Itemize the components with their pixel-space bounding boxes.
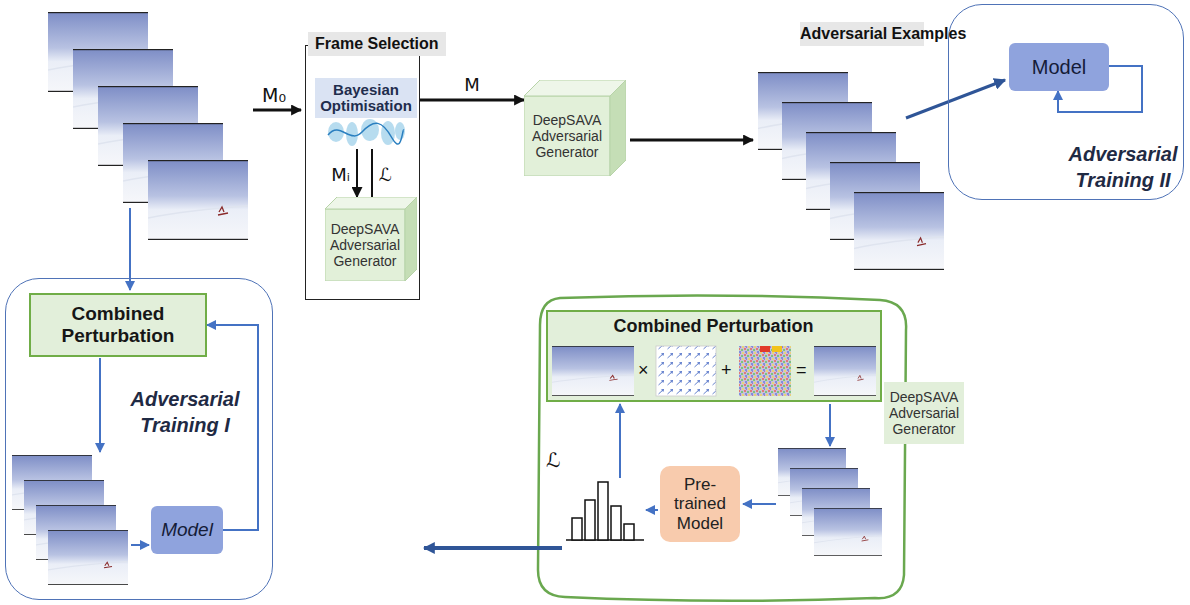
region-title: Frame Selection	[308, 32, 446, 56]
plot-ground	[326, 117, 406, 149]
cube-front	[524, 96, 610, 176]
chart-bar	[624, 524, 634, 540]
noise-map	[739, 346, 791, 396]
cube-side	[405, 197, 417, 281]
training-region: Adversarial Training II Model	[948, 4, 1184, 200]
generator-cube: DeepSAVA Adversarial Generator	[524, 80, 626, 176]
operator-symbol: =	[796, 360, 807, 381]
video-frame	[814, 346, 876, 396]
edge-label: M	[462, 74, 482, 96]
section-header: Adversarial Examples	[800, 22, 924, 46]
box-label: Combined Perturbation	[35, 303, 201, 347]
model-box: Model	[1009, 43, 1109, 91]
noise-patch	[772, 346, 782, 352]
operator-symbol: ×	[638, 360, 649, 381]
cube-front	[325, 209, 405, 281]
math-label: M₀	[262, 84, 286, 106]
training-region: Adversarial Training I Combined Perturbat…	[5, 278, 273, 600]
cube-top	[524, 80, 626, 96]
model-box: Model	[151, 506, 223, 554]
video-frame	[148, 160, 248, 240]
flow-arrow	[906, 80, 1005, 118]
box-label: Pre- trained Model	[664, 475, 736, 534]
video-frame	[552, 346, 634, 396]
flow-arrow	[424, 546, 562, 550]
box-label: DeepSAVA Adversarial Generator	[888, 389, 960, 437]
box-label: DeepSAVA Adversarial Generator	[328, 221, 402, 269]
region-title: Adversarial Training I	[121, 386, 249, 438]
frame-selection-box: Frame SelectionBayesian OptimisationDeep…	[305, 45, 420, 300]
flow-arrow	[619, 404, 621, 478]
video-frame	[48, 530, 128, 585]
chart-bar	[585, 500, 595, 540]
loss-symbol: ℒ	[546, 448, 560, 472]
connector-arrow	[420, 99, 524, 102]
perturbation-box: Combined Perturbation	[546, 310, 882, 402]
cube-side	[610, 80, 626, 176]
perturbation-box: Combined Perturbation	[29, 293, 207, 357]
chart-bar	[572, 518, 582, 540]
flow-arrow	[630, 139, 753, 142]
region-title: Adversarial Training II	[1067, 141, 1179, 193]
generator-box: DeepSAVA Adversarial Generator	[884, 382, 964, 444]
box-label: Bayesian Optimisation	[319, 82, 413, 115]
video-frame	[814, 508, 882, 556]
loop-region	[538, 295, 906, 600]
noise-patch	[760, 346, 770, 352]
box-fill	[546, 310, 882, 402]
flow-arrow	[743, 503, 776, 505]
operator-symbol: +	[721, 360, 732, 381]
chart-bar	[611, 506, 621, 540]
box-label: DeepSAVA Adversarial Generator	[527, 112, 607, 160]
cube-face: DeepSAVA Adversarial Generator	[325, 209, 405, 281]
pretrained-model-box: Pre- trained Model	[660, 466, 740, 542]
edge-label: Mᵢ	[329, 164, 352, 186]
flow-arrow	[253, 109, 301, 112]
cube-top	[325, 197, 417, 209]
flow-arrow	[829, 404, 831, 446]
flow-arrow	[646, 509, 658, 511]
video-frame	[854, 192, 944, 270]
generator-cube: DeepSAVA Adversarial Generator	[325, 197, 417, 281]
cube-face: DeepSAVA Adversarial Generator	[524, 96, 610, 176]
box-label: Model	[1013, 56, 1105, 79]
mean-curve	[328, 123, 404, 144]
region-title: Combined Perturbation	[548, 316, 879, 337]
uncertainty-blob	[381, 121, 395, 145]
optimiser-box: Bayesian Optimisation	[315, 78, 417, 118]
edge-label: ℒ	[377, 164, 394, 186]
flow-arrow	[99, 358, 101, 452]
box-label: Model	[155, 519, 219, 541]
flow-field	[656, 346, 716, 396]
flow-arrow	[131, 544, 149, 546]
chart-bar	[598, 482, 608, 540]
